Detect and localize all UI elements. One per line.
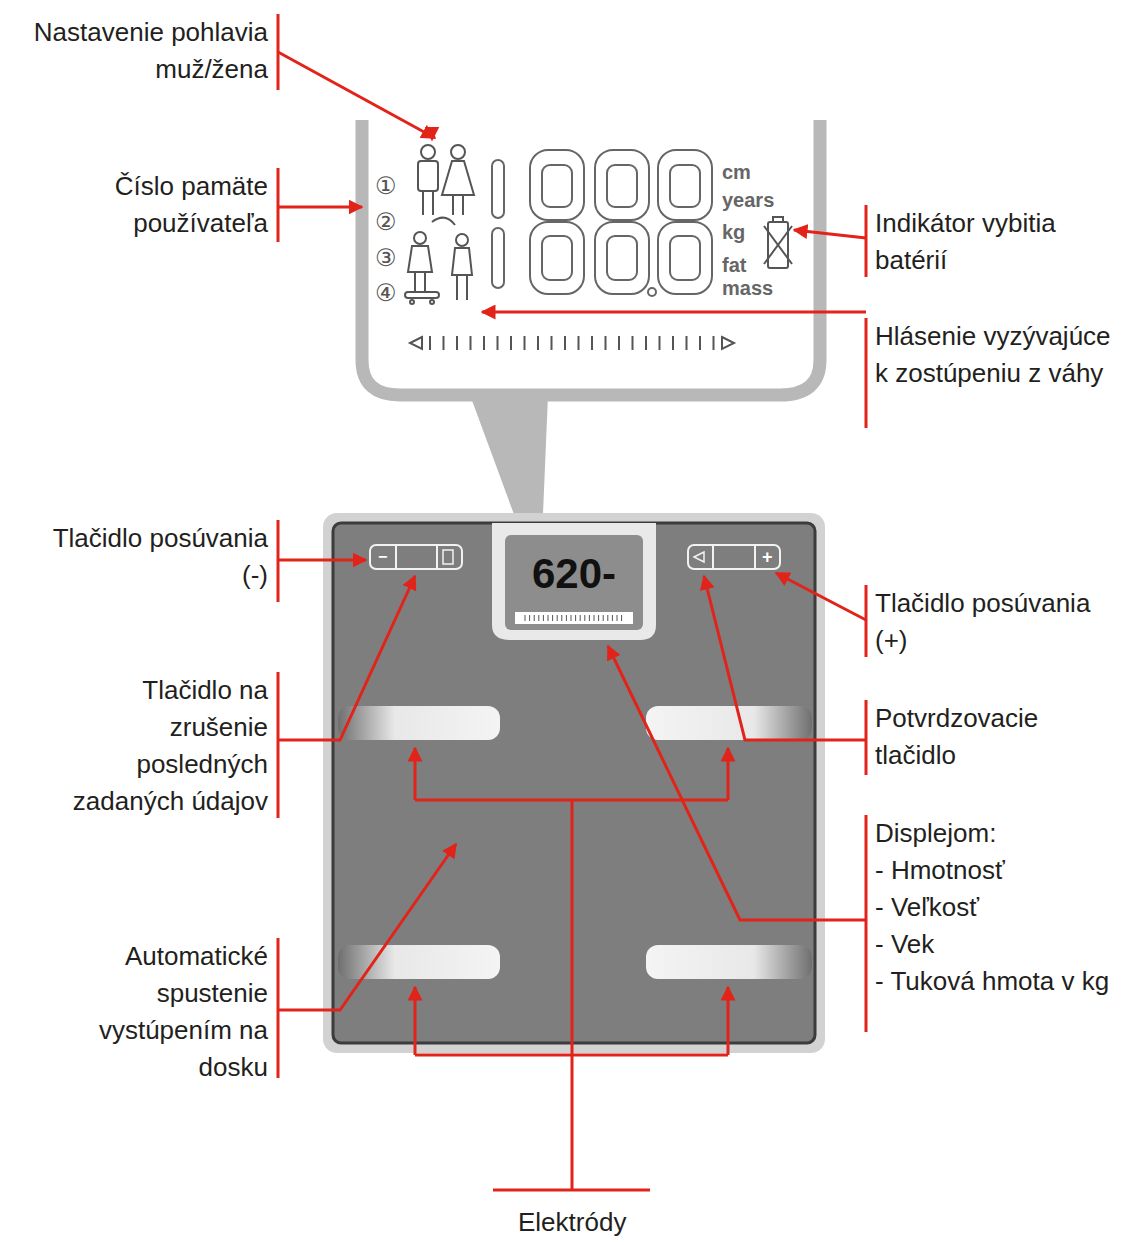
bar-tick: [561, 615, 562, 621]
lcd-segment: [530, 150, 584, 220]
bar-tick: [524, 336, 526, 350]
bar-tick: [659, 336, 661, 350]
leader-lines: [278, 14, 866, 1190]
lcd-segment: [658, 150, 712, 220]
callout-label: - Vek: [875, 926, 1125, 963]
bar-tick: [605, 336, 607, 350]
bar-tick: [551, 336, 553, 350]
unit-label: kg: [722, 221, 745, 244]
lcd-segment: [530, 222, 584, 294]
bar-tick: [470, 336, 472, 350]
display-reading: 620-: [532, 550, 616, 598]
bar-tick: [598, 615, 599, 621]
bar-tick: [591, 336, 593, 350]
bar-tick: [672, 336, 674, 350]
bar-tick: [594, 615, 595, 621]
memory-number: ④: [375, 279, 397, 307]
bar-tick: [534, 615, 535, 621]
lcd-segment: [648, 288, 656, 296]
bar-tick: [686, 336, 688, 350]
bar-tick: [543, 615, 544, 621]
bar-tick: [510, 336, 512, 350]
button-symbol: +: [762, 547, 773, 568]
callout-label: Nastavenie pohlavia muž/žena: [23, 14, 268, 88]
bar-tick: [578, 336, 580, 350]
bar-tick: [571, 615, 572, 621]
callout-label: Tlačidlo na zrušenie posledných zadaných…: [63, 672, 268, 820]
lcd-segment: [658, 222, 712, 294]
lcd-segment: [607, 236, 637, 280]
bar-tick: [537, 336, 539, 350]
bar-tick: [603, 615, 604, 621]
lcd-segment: [595, 150, 649, 220]
lcd-segment: [542, 165, 572, 207]
bar-tick: [564, 336, 566, 350]
button-symbol: −: [378, 548, 387, 566]
lcd-segment: [670, 165, 700, 207]
callout-label: - Veľkosť: [875, 889, 1125, 926]
bar-tick: [575, 615, 576, 621]
callout-label: Tlačidlo posúvania (-): [48, 520, 268, 594]
scale-body: [323, 513, 825, 1053]
unit-label: years: [722, 189, 774, 212]
bar-tick: [589, 615, 590, 621]
bar-tick: [525, 615, 526, 621]
unit-label: fat: [722, 254, 746, 277]
bar-tick: [607, 615, 608, 621]
callout-label: Tlačidlo posúvania (+): [875, 585, 1095, 659]
bar-tick: [497, 336, 499, 350]
lcd-segment: [607, 165, 637, 207]
bar-tick: [618, 336, 620, 350]
bar-tick: [612, 615, 613, 621]
bar-tick: [538, 615, 539, 621]
bar-tick: [483, 336, 485, 350]
bar-tick: [443, 336, 445, 350]
bar-tick: [456, 336, 458, 350]
unit-label: mass: [722, 277, 773, 300]
callout-label: Automatické spustenie vystúpením na dosk…: [68, 938, 268, 1086]
callout-label: Potvrdzovacie tlačidlo: [875, 700, 1075, 774]
memory-number: ③: [375, 244, 397, 272]
lcd-segment: [595, 222, 649, 294]
callout-label: Hlásenie vyzývajúce k zostúpeniu z váhy: [875, 318, 1115, 392]
bar-tick: [529, 615, 530, 621]
callout-label: Indikátor vybitia batérií: [875, 205, 1115, 279]
bar-tick: [552, 615, 553, 621]
bar-tick: [566, 615, 567, 621]
lcd-segment: [492, 160, 504, 218]
bar-tick: [699, 336, 701, 350]
callout-label: - Hmotnosť: [875, 852, 1125, 889]
bar-tick: [617, 615, 618, 621]
callout-label: Displejom:: [875, 815, 1125, 852]
bar-tick: [557, 615, 558, 621]
memory-number: ①: [375, 172, 397, 200]
bar-tick: [548, 615, 549, 621]
bar-tick: [429, 336, 431, 350]
lcd-segment: [542, 236, 572, 280]
bar-tick: [645, 336, 647, 350]
bar-tick: [632, 336, 634, 350]
bar-tick: [621, 615, 622, 621]
lcd-segment: [670, 236, 700, 280]
unit-label: cm: [722, 161, 751, 184]
bar-tick: [713, 336, 715, 350]
callout-label: Elektródy: [518, 1204, 626, 1241]
callout-label: Číslo pamäte používateľa: [48, 168, 268, 242]
bar-tick: [584, 615, 585, 621]
memory-number: ②: [375, 208, 397, 236]
lcd-segment: [492, 228, 504, 288]
callout-label: - Tuková hmota v kg: [875, 963, 1115, 1000]
bar-tick: [580, 615, 581, 621]
